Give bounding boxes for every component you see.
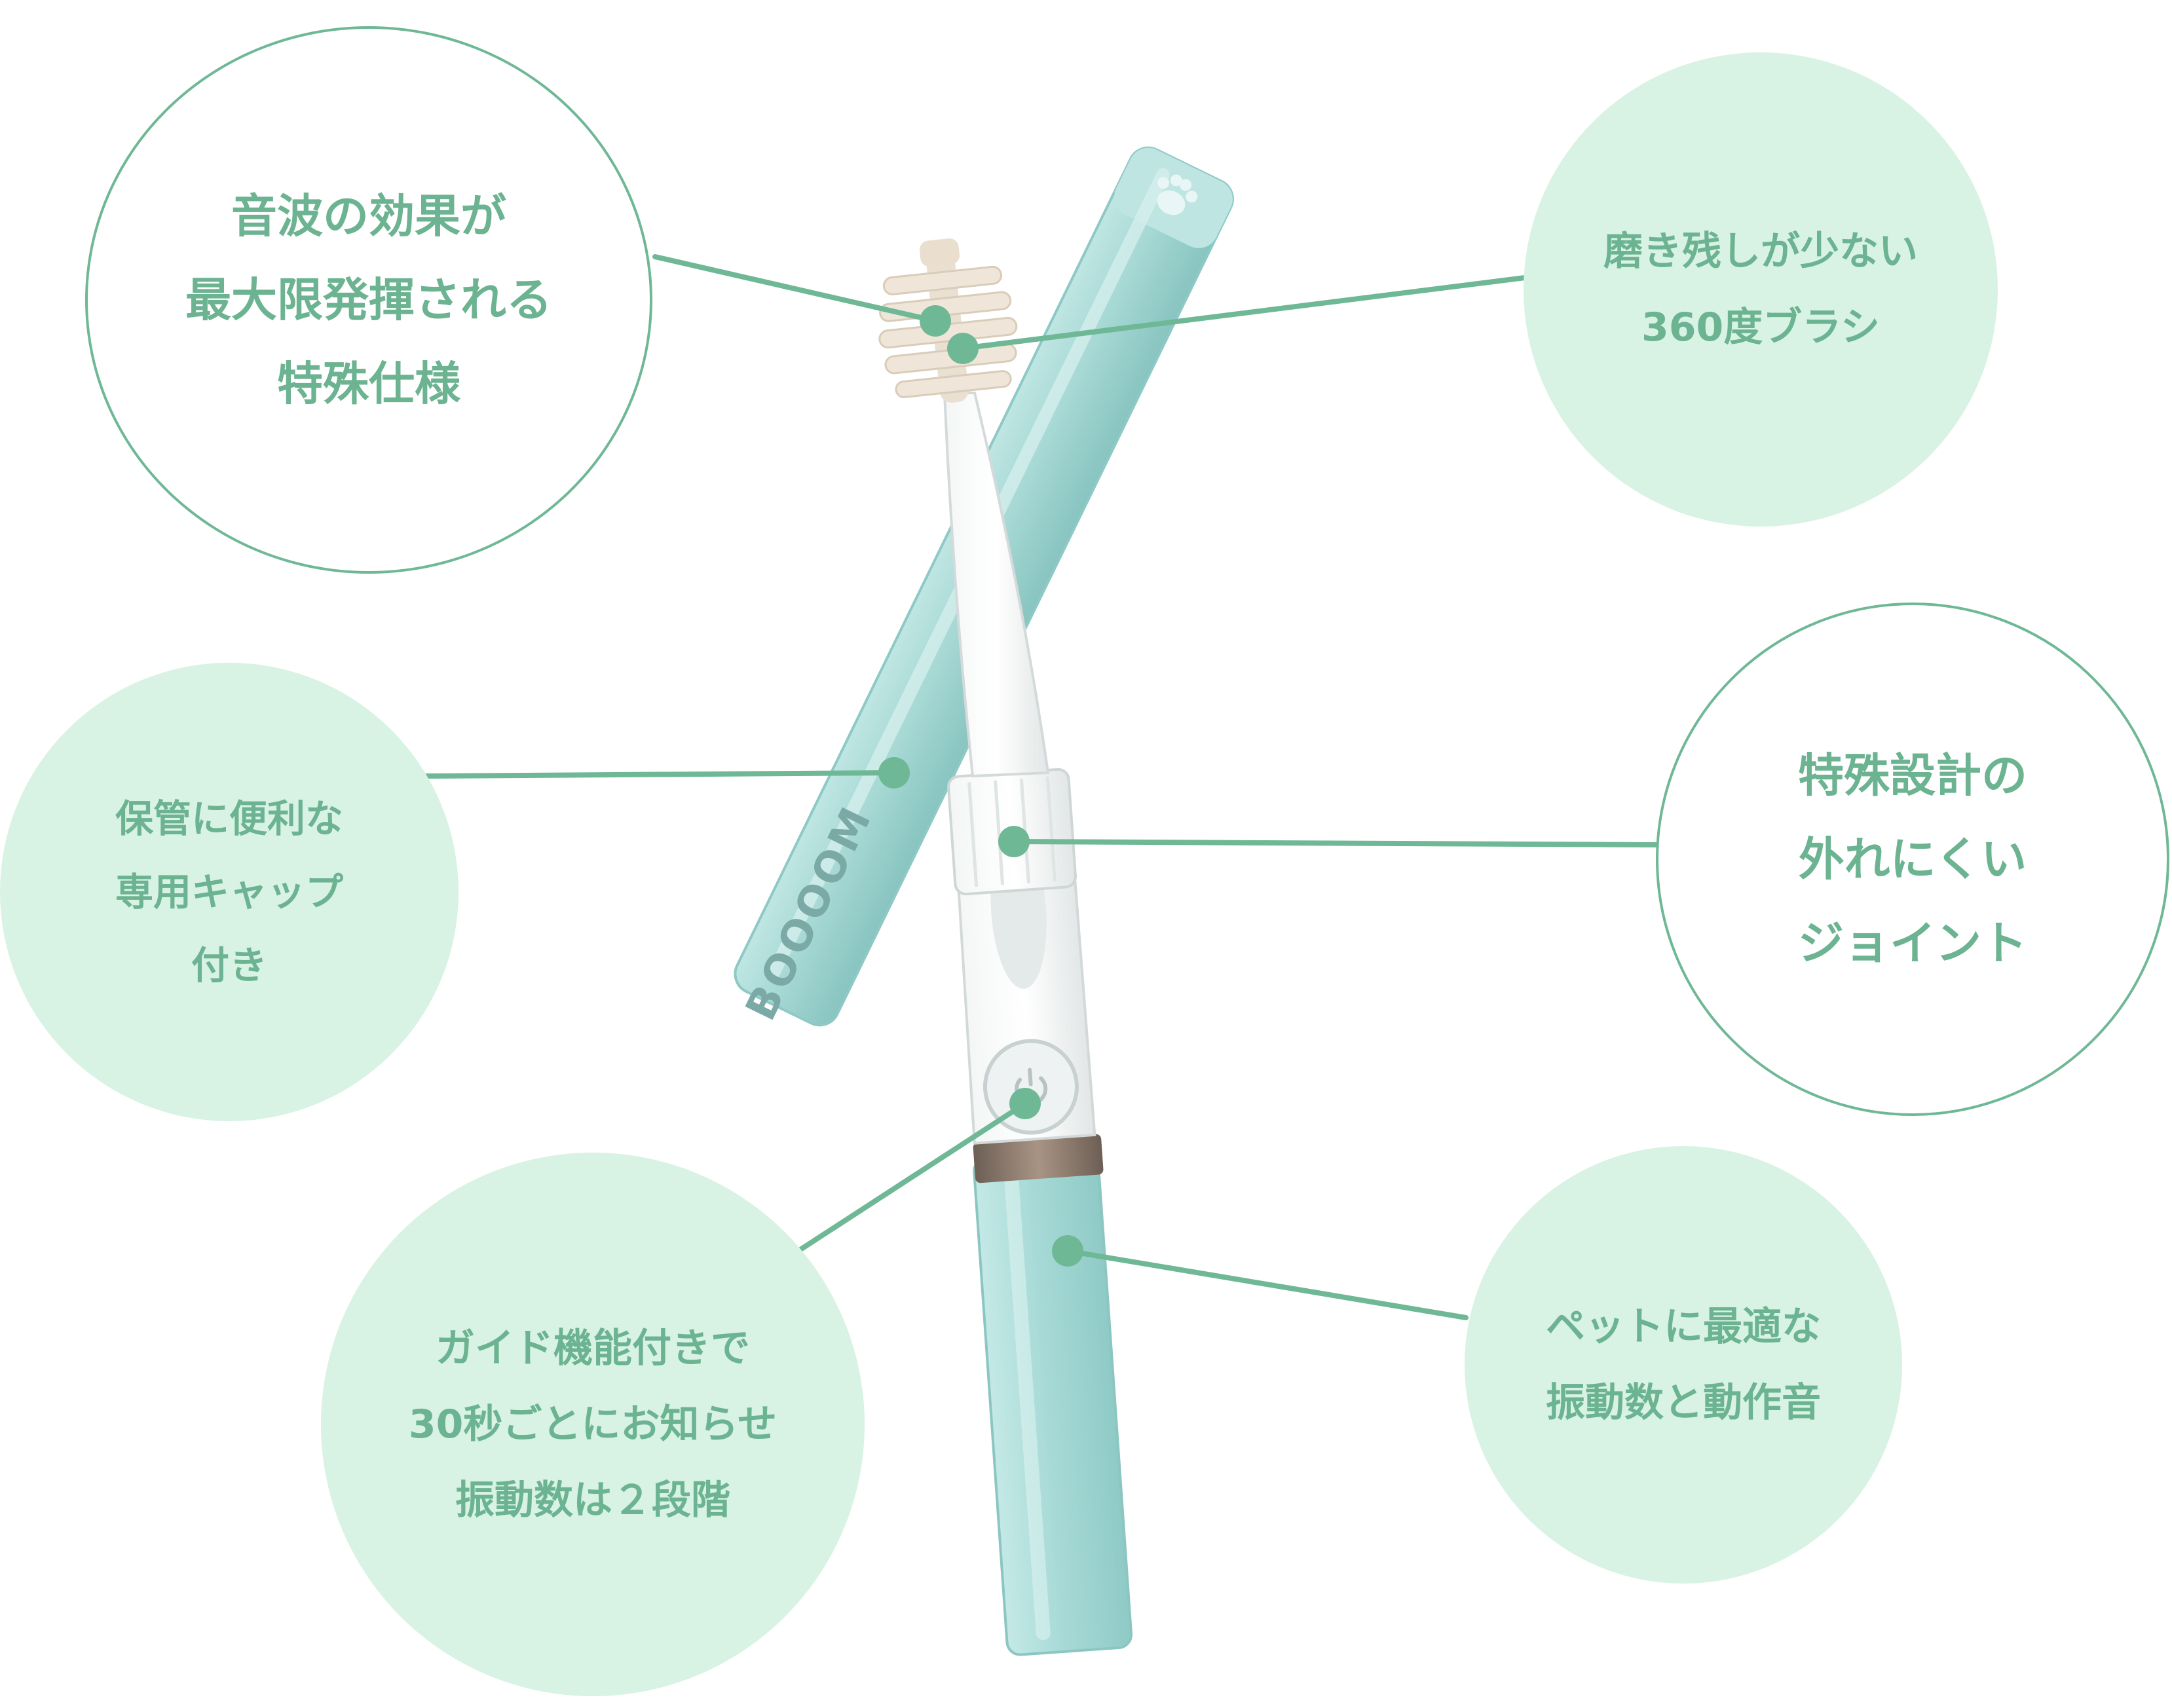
callout-brush-text: 磨き残しが少ない 360度ブラシ bbox=[1603, 229, 1918, 350]
paw-icon bbox=[1157, 174, 1198, 215]
callout-sonic: 音波の効果が 最大限発揮される 特殊仕様 bbox=[85, 26, 652, 574]
dot-cap bbox=[878, 757, 910, 789]
metal-band bbox=[973, 1134, 1104, 1183]
dot-sound bbox=[1052, 1235, 1083, 1267]
brush-neck bbox=[943, 392, 1050, 778]
power-button[interactable] bbox=[982, 1038, 1079, 1136]
dot-brush bbox=[947, 333, 979, 364]
connector-sound bbox=[1065, 1248, 1469, 1320]
callout-guide-text: ガイド機能付きで 30秒ごとにお知らせ 振動数は２段階 bbox=[408, 1326, 777, 1523]
anchor-dots bbox=[878, 305, 1083, 1267]
handle bbox=[973, 1149, 1133, 1656]
callout-joint-text: 特殊設計の 外れにくい ジョイント bbox=[1798, 749, 2027, 970]
connector-guide bbox=[798, 1101, 1028, 1252]
callout-cap-text: 保管に便利な 専用キャップ 付き bbox=[115, 796, 343, 988]
dot-guide bbox=[1009, 1088, 1041, 1119]
connector-cap bbox=[423, 770, 897, 779]
callout-guide: ガイド機能付きで 30秒ごとにお知らせ 振動数は２段階 bbox=[321, 1153, 865, 1696]
dot-sonic bbox=[920, 305, 951, 337]
connector-sonic bbox=[652, 254, 938, 324]
callout-cap: 保管に便利な 専用キャップ 付き bbox=[0, 663, 459, 1121]
callout-brush: 磨き残しが少ない 360度ブラシ bbox=[1524, 52, 1998, 527]
connector-joint bbox=[1011, 839, 1660, 847]
callout-joint: 特殊設計の 外れにくい ジョイント bbox=[1656, 603, 2169, 1116]
connector-brush bbox=[960, 275, 1527, 351]
callout-sonic-text: 音波の効果が 最大限発揮される 特殊仕様 bbox=[185, 189, 552, 411]
callout-sound-text: ペットに最適な 振動数と動作音 bbox=[1546, 1304, 1821, 1426]
dot-joint bbox=[998, 826, 1030, 857]
callout-sound: ペットに最適な 振動数と動作音 bbox=[1465, 1146, 1902, 1584]
connector-lines bbox=[423, 254, 1660, 1320]
